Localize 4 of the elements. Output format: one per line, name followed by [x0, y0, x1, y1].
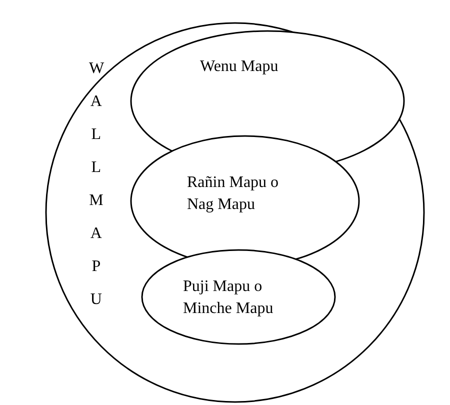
- node-label: Puji Mapu o Minche Mapu: [183, 277, 274, 319]
- vertical-label: WALLMAPU: [89, 59, 104, 310]
- node-label: Rañin Mapu o Nag Mapu: [187, 173, 280, 215]
- node-label: Wenu Mapu: [200, 57, 280, 77]
